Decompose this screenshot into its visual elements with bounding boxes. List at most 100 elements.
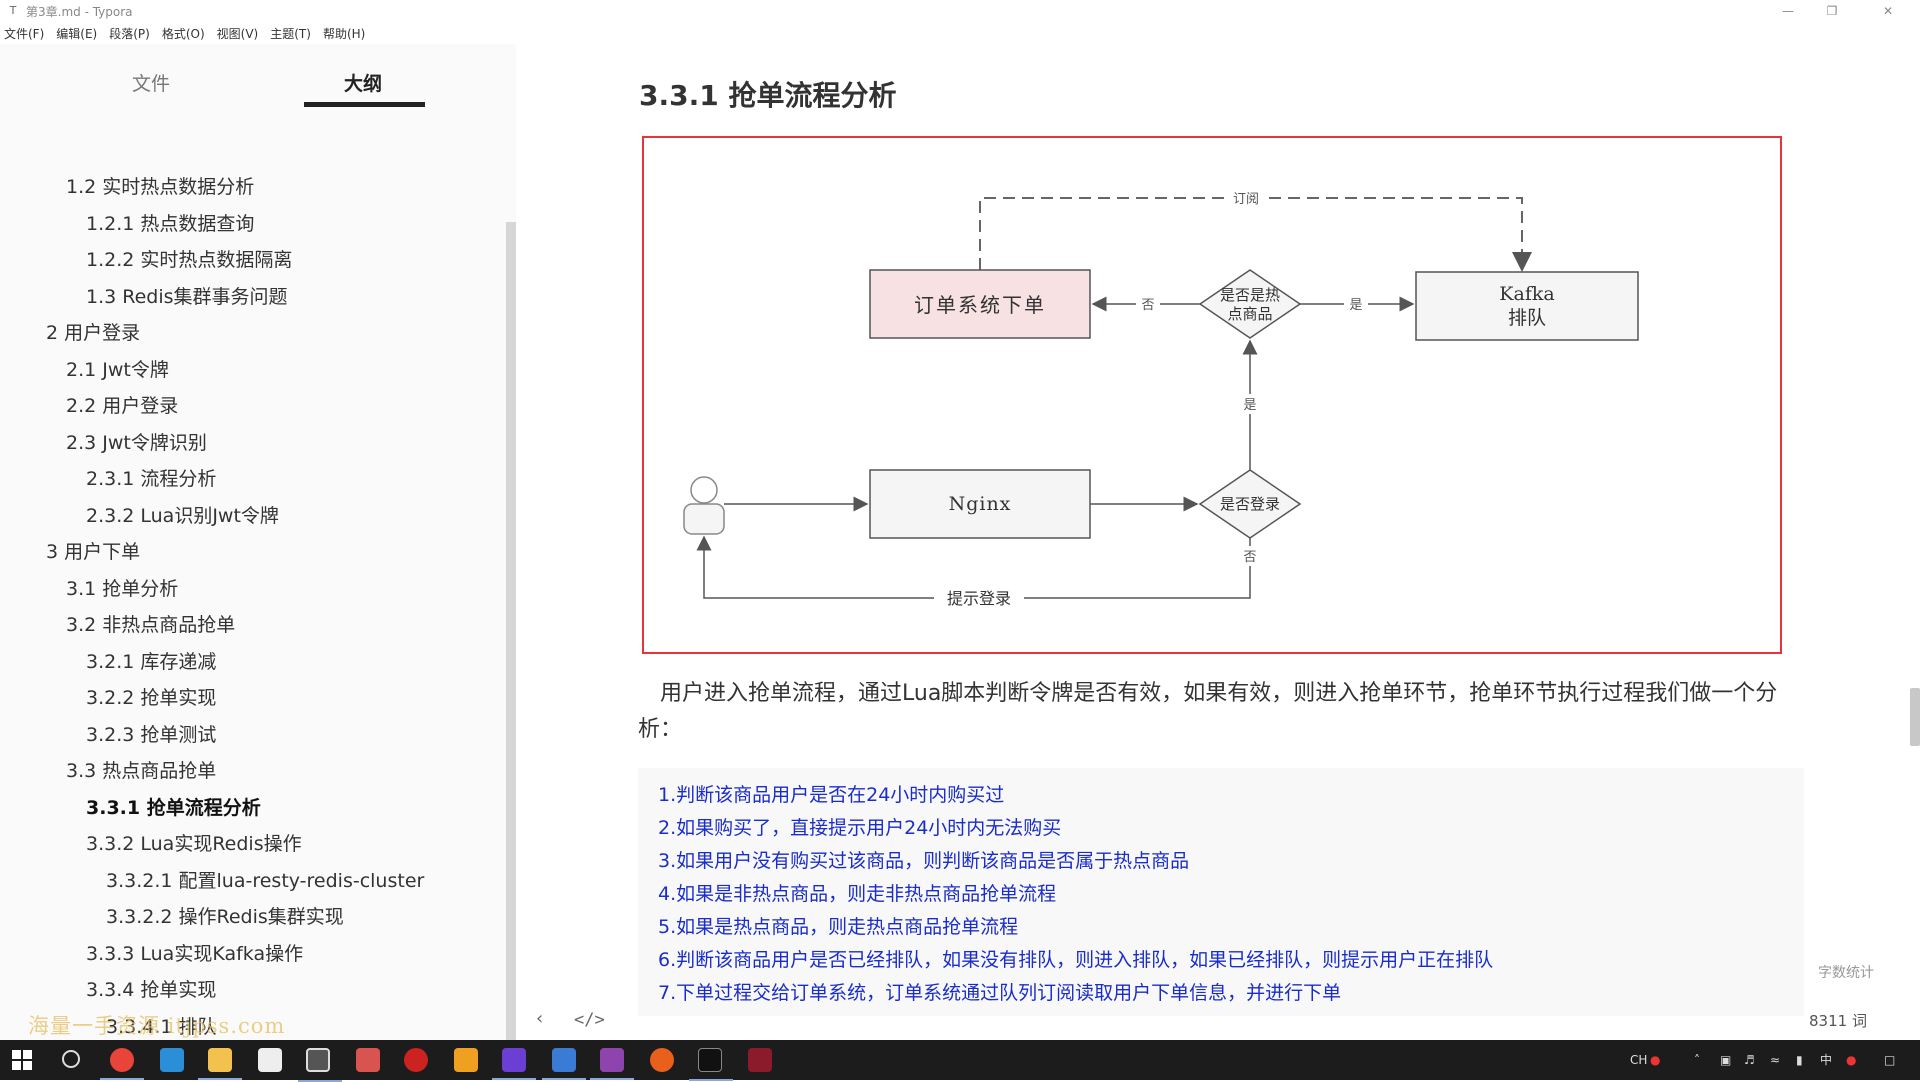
outline-item[interactable]: 3.2.1 库存递减 [86, 651, 217, 673]
editor-area: 3.3.1 抢单流程分析 订阅 订单系统下单 是否是热 点商品 Kafka 排队 [516, 44, 1920, 1040]
flow-diagram: 订阅 订单系统下单 是否是热 点商品 Kafka 排队 否 是 [642, 136, 1782, 654]
list-item: 2.如果购买了，直接提示用户24小时内无法购买 [658, 817, 1062, 839]
app-icon[interactable] [650, 1048, 674, 1072]
search-icon[interactable] [62, 1050, 80, 1068]
outline-item[interactable]: 1.3 Redis集群事务问题 [86, 286, 288, 308]
tab-outline[interactable]: 大纲 [344, 73, 383, 95]
kafka-queue-box [1415, 271, 1639, 341]
word-count[interactable]: 8311 词 [1809, 1012, 1867, 1030]
intellij-icon[interactable] [492, 1048, 536, 1080]
app-icon[interactable] [542, 1048, 586, 1080]
outline-item[interactable]: 3.3.2.1 配置lua-resty-redis-cluster [106, 870, 425, 892]
no-label-2: 否 [1243, 550, 1256, 565]
active-tab-indicator [304, 102, 425, 107]
wordcount-toggle[interactable]: 字数统计 [1818, 965, 1874, 981]
hot-goods-label-line2: 点商品 [1227, 305, 1272, 323]
yes-label-1: 是 [1349, 298, 1362, 313]
tray-volume-icon[interactable]: ♬ [1744, 1053, 1755, 1067]
outline-item[interactable]: 2.3.1 流程分析 [86, 468, 217, 490]
prompt-login-label: 提示登录 [947, 589, 1011, 608]
list-item: 5.如果是热点商品，则走热点商品抢单流程 [658, 916, 1019, 938]
outline-item[interactable]: 3.3.4.1 排队 [106, 1016, 217, 1038]
user-head-icon [690, 476, 718, 504]
kafka-label-line2: 排队 [1508, 307, 1546, 329]
prompt-login-bg [934, 588, 1024, 608]
menu-paragraph[interactable]: 段落(P) [109, 26, 150, 41]
source-code-toggle[interactable]: </> [574, 1010, 605, 1030]
hot-goods-label-line1: 是否是热 [1220, 286, 1280, 304]
sidebar-scrollbar[interactable] [506, 222, 516, 1040]
outline-item[interactable]: 3.2.3 抢单测试 [86, 724, 217, 746]
outline-item[interactable]: 3.3.4 抢单实现 [86, 979, 217, 1001]
login-decision-label: 是否登录 [1220, 495, 1280, 513]
minimize-icon[interactable]: — [1782, 4, 1794, 18]
file-explorer-icon[interactable] [198, 1048, 242, 1080]
outline-item[interactable]: 2.3 Jwt令牌识别 [66, 432, 207, 454]
yes-label-1-bg [1344, 294, 1368, 314]
typora-app-icon: T [9, 4, 17, 17]
tray-ime-icon[interactable]: ● [1650, 1053, 1661, 1067]
yes-label-2: 是 [1243, 398, 1256, 413]
editor-scrollbar[interactable] [1910, 688, 1920, 746]
outline-item[interactable]: 3.1 抢单分析 [66, 578, 179, 600]
order-system-box [869, 269, 1091, 339]
app-icon[interactable] [160, 1048, 184, 1072]
chrome-icon[interactable] [100, 1048, 144, 1080]
outline-item[interactable]: 1.2.2 实时热点数据隔离 [86, 249, 293, 271]
terminal-icon[interactable] [689, 1048, 733, 1081]
analysis-paragraph: 用户进入抢单流程，通过Lua脚本判断令牌是否有效，如果有效，则进入抢单环节，抢单… [638, 681, 1778, 742]
close-icon[interactable]: ✕ [1882, 4, 1894, 18]
tray-ime-mode[interactable]: 中 [1820, 1053, 1833, 1067]
tab-files[interactable]: 文件 [132, 73, 171, 95]
page-title: 3.3.1 抢单流程分析 [639, 79, 897, 112]
restore-icon[interactable]: ❐ [1826, 4, 1838, 18]
outline-item[interactable]: 1.2 实时热点数据分析 [66, 176, 255, 198]
app-icon[interactable] [748, 1048, 772, 1072]
app-icon[interactable] [590, 1048, 634, 1080]
outline-item[interactable]: 3.3 热点商品抢单 [66, 760, 217, 782]
nginx-label: Nginx [949, 493, 1012, 515]
menu-theme[interactable]: 主题(T) [270, 26, 311, 41]
list-item: 7.下单过程交给订单系统，订单系统通过队列订阅读取用户下单信息，并进行下单 [658, 982, 1342, 1004]
outline-item[interactable]: 2.3.2 Lua识别Jwt令牌 [86, 505, 279, 527]
chevron-left-icon[interactable]: ‹ [536, 1008, 544, 1029]
outline-item[interactable]: 2.2 用户登录 [66, 395, 179, 417]
outline-item[interactable]: 2.1 Jwt令牌 [66, 359, 169, 381]
menu-format[interactable]: 格式(O) [161, 26, 205, 41]
tray-chevron-up-icon[interactable]: ˄ [1694, 1053, 1700, 1067]
app-icon[interactable] [404, 1048, 428, 1072]
windows-start-icon[interactable] [12, 1050, 32, 1070]
nginx-box [869, 469, 1091, 539]
menu-file[interactable]: 文件(F) [4, 26, 45, 41]
subscribe-label: 订阅 [1233, 192, 1259, 207]
outline-item[interactable]: 1.2.1 热点数据查询 [86, 213, 255, 235]
tray-network-icon[interactable]: ▣ [1720, 1053, 1732, 1067]
order-system-label: 订单系统下单 [914, 293, 1046, 317]
outline-item[interactable]: 3.3.2.2 操作Redis集群实现 [106, 906, 344, 928]
notification-icon[interactable]: □ [1884, 1053, 1896, 1067]
steps-code-block: 1.判断该商品用户是否在24小时内购买过 2.如果购买了，直接提示用户24小时内… [638, 768, 1804, 1016]
outline-item[interactable]: 3.2.2 抢单实现 [86, 687, 217, 709]
outline-item[interactable]: 3.3.2 Lua实现Redis操作 [86, 833, 302, 855]
outline-item[interactable]: 3.3.3 Lua实现Kafka操作 [86, 943, 304, 965]
typora-icon[interactable] [258, 1048, 282, 1072]
taskbar: CH ● ˄ ▣ ♬ ≈ ▮ 中 ● □ [0, 1040, 1920, 1082]
tray-language[interactable]: CH [1630, 1053, 1648, 1067]
outline-item[interactable]: 3.3.1 抢单流程分析 [86, 797, 261, 819]
outline-item[interactable]: 3 用户下单 [46, 541, 141, 563]
app-icon[interactable] [298, 1048, 342, 1082]
tray-app-icon[interactable]: ● [1846, 1053, 1857, 1067]
no-label-1: 否 [1141, 298, 1154, 313]
tray-wifi-icon[interactable]: ≈ [1770, 1053, 1781, 1067]
outline-item[interactable]: 2 用户登录 [46, 322, 141, 344]
app-icon[interactable] [454, 1048, 478, 1072]
kafka-label-line1: Kafka [1499, 283, 1554, 305]
app-icon[interactable] [356, 1048, 380, 1072]
menu-view[interactable]: 视图(V) [216, 26, 259, 41]
menu-edit[interactable]: 编辑(E) [56, 26, 98, 41]
list-item: 1.判断该商品用户是否在24小时内购买过 [658, 784, 1005, 806]
tray-battery-icon[interactable]: ▮ [1796, 1053, 1803, 1067]
user-body-icon [683, 503, 725, 535]
menu-help[interactable]: 帮助(H) [322, 26, 366, 41]
outline-item[interactable]: 3.2 非热点商品抢单 [66, 614, 236, 636]
